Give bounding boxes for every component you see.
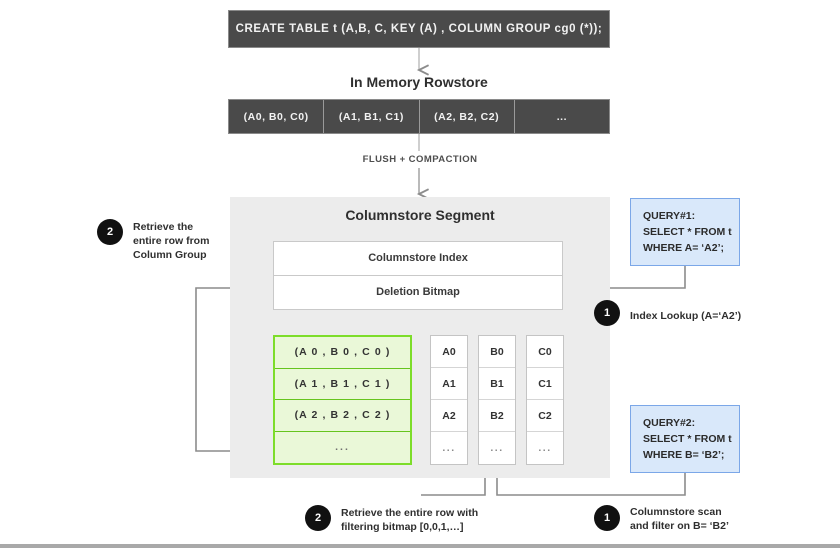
columnstore-index-box: Columnstore Index Deletion Bitmap	[273, 241, 563, 310]
rowstore-strip: (A0, B0, C0) (A1, B1, C1) (A2, B2, C2) .…	[228, 99, 610, 134]
column-cell: B0	[479, 336, 515, 368]
step-label: Columnstore scan and filter on B= ‘B2’	[630, 506, 729, 532]
query-2-box: QUERY#2: SELECT * FROM t WHERE B= ‘B2’;	[630, 405, 740, 473]
rowstore-cell: (A2, B2, C2)	[420, 100, 515, 133]
query-line: WHERE B= ‘B2’;	[643, 449, 725, 461]
query-line: QUERY#1:	[643, 210, 696, 222]
ddl-statement-text: CREATE TABLE t (A,B, C, KEY (A) , COLUMN…	[235, 23, 603, 35]
step-badge: 1	[594, 300, 620, 326]
column-cell: ...	[490, 442, 504, 454]
step-retrieve-from-column-group: 2 Retrieve the entire row from Column Gr…	[97, 219, 209, 262]
column-box-a: A0 A1 A2 ...	[430, 335, 468, 465]
column-cell: B2	[479, 400, 515, 432]
column-group-box: (A 0 , B 0 , C 0 ) (A 1 , B 1 , C 1 ) (A…	[273, 335, 412, 465]
column-cell: ...	[538, 442, 552, 454]
query-line: SELECT * FROM t	[643, 433, 732, 445]
column-box-c: C0 C1 C2 ...	[526, 335, 564, 465]
rowstore-title: In Memory Rowstore	[350, 74, 488, 90]
rowstore-cell: ...	[556, 110, 567, 123]
column-group-row: (A 1 , B 1 , C 1 )	[275, 369, 410, 400]
step-columnstore-scan: 1 Columnstore scan and filter on B= ‘B2’	[594, 505, 729, 533]
query-line: SELECT * FROM t	[643, 226, 732, 238]
step-label: Index Lookup (A=‘A2’)	[630, 310, 742, 322]
bottom-rule	[0, 544, 840, 548]
column-cell: ...	[442, 442, 456, 454]
step-label: Retrieve the entire row with filtering b…	[341, 507, 479, 533]
columnstore-index-label: Columnstore Index	[274, 242, 562, 276]
column-cell: A1	[431, 368, 467, 400]
rowstore-cell: (A1, B1, C1)	[324, 100, 420, 133]
query-1-box: QUERY#1: SELECT * FROM t WHERE A= ‘A2’;	[630, 198, 740, 266]
column-cell: A2	[431, 400, 467, 432]
column-box-b: B0 B1 B2 ...	[478, 335, 516, 465]
column-cell: B1	[479, 368, 515, 400]
step-retrieve-with-bitmap: 2 Retrieve the entire row with filtering…	[305, 505, 478, 534]
ddl-statement-banner: CREATE TABLE t (A,B, C, KEY (A) , COLUMN…	[228, 10, 610, 48]
column-group-row: ...	[335, 441, 350, 454]
step-badge: 2	[97, 219, 123, 245]
step-label: Retrieve the entire row from Column Grou…	[133, 221, 210, 261]
columnstore-segment-title: Columnstore Segment	[345, 207, 495, 223]
flush-compaction-label: FLUSH + COMPACTION	[362, 154, 478, 165]
deletion-bitmap-label: Deletion Bitmap	[376, 286, 460, 299]
step-badge: 1	[594, 505, 620, 531]
column-cell: A0	[431, 336, 467, 368]
column-cell: C2	[527, 400, 563, 432]
column-cell: C1	[527, 368, 563, 400]
query-line: QUERY#2:	[643, 417, 696, 429]
query-line: WHERE A= ‘A2’;	[643, 242, 724, 254]
rowstore-cell: (A0, B0, C0)	[229, 100, 325, 133]
step-badge: 2	[305, 505, 331, 531]
column-group-row: (A 2 , B 2 , C 2 )	[275, 400, 410, 432]
step-index-lookup: 1 Index Lookup (A=‘A2’)	[594, 300, 741, 326]
column-cell: C0	[527, 336, 563, 368]
column-group-row: (A 0 , B 0 , C 0 )	[275, 337, 410, 369]
